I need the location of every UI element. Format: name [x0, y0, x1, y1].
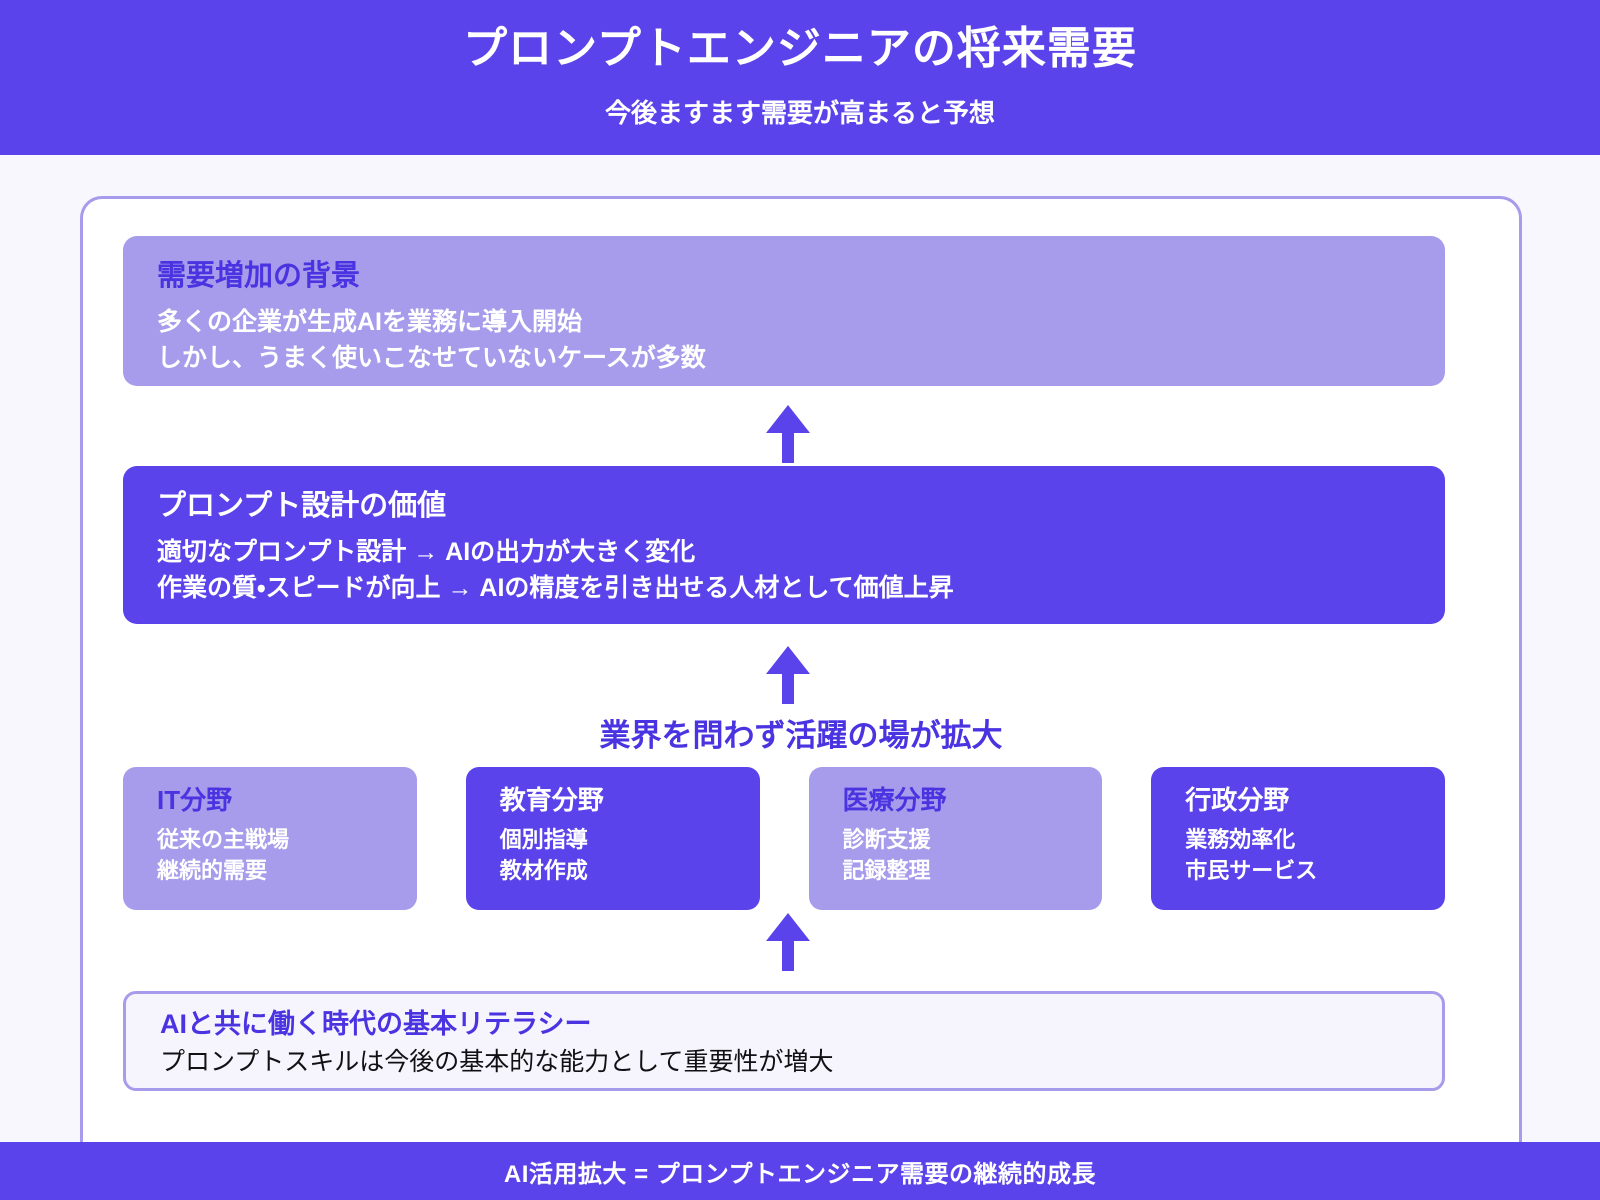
- page-title: プロンプトエンジニアの将来需要: [463, 23, 1137, 73]
- block-ai-literacy: AIと共に働く時代の基本リテラシー プロンプトスキルは今後の基本的な能力として重…: [123, 991, 1445, 1091]
- field-card-medical-item-1: 診断支援: [842, 827, 931, 853]
- field-card-education-title: 教育分野: [499, 785, 604, 815]
- field-card-medical-title: 医療分野: [842, 785, 947, 815]
- footer-summary: AI活用拡大 = プロンプトエンジニア需要の継続的成長: [503, 1160, 1097, 1188]
- block-demand-background-line-1: 多くの企業が生成AIを業務に導入開始: [157, 308, 583, 337]
- footer-bar: AI活用拡大 = プロンプトエンジニア需要の継続的成長: [0, 1142, 1600, 1200]
- arrow-stem: [782, 431, 794, 463]
- field-card-it-item-2: 継続的需要: [157, 858, 268, 884]
- field-card-medical-item-2: 記録整理: [842, 858, 931, 884]
- page-subtitle: 今後ますます需要が高まると予想: [604, 98, 995, 129]
- block-prompt-value: プロンプト設計の価値 適切なプロンプト設計 → AIの出力が大きく変化 作業の質…: [123, 466, 1445, 624]
- block-ai-literacy-text: プロンプトスキルは今後の基本的な能力として重要性が増大: [160, 1047, 834, 1076]
- arrow-head: [766, 913, 810, 941]
- block-prompt-value-line-2: 作業の質・スピードが向上 → AIの精度を引き出せる人材として価値上昇: [157, 574, 954, 603]
- arrow-up-icon-to-value: [766, 646, 810, 704]
- fields-caption: 業界を問わず活躍の場が拡大: [599, 718, 1003, 753]
- field-card-government: 行政分野 業務効率化 市民サービス: [1151, 767, 1445, 910]
- diagram-container: 需要増加の背景 多くの企業が生成AIを業務に導入開始 しかし、うまく使いこなせて…: [80, 196, 1522, 1186]
- arrow-up-icon-to-fields: [766, 913, 810, 971]
- block-demand-background-title: 需要増加の背景: [157, 260, 361, 292]
- arrow-head: [766, 646, 810, 674]
- arrow-up-icon-to-background: [766, 405, 810, 463]
- block-demand-background-line-2: しかし、うまく使いこなせていないケースが多数: [157, 344, 706, 373]
- field-card-it: IT分野 従来の主戦場 継続的需要: [123, 767, 417, 910]
- arrow-head: [766, 405, 810, 433]
- field-card-government-title: 行政分野: [1185, 785, 1290, 815]
- block-prompt-value-line-1: 適切なプロンプト設計 → AIの出力が大きく変化: [157, 538, 696, 567]
- arrow-stem: [782, 939, 794, 971]
- header-bar: プロンプトエンジニアの将来需要 今後ますます需要が高まると予想: [0, 0, 1600, 155]
- field-card-government-item-2: 市民サービス: [1185, 858, 1318, 884]
- block-ai-literacy-title: AIと共に働く時代の基本リテラシー: [160, 1009, 592, 1039]
- field-card-government-item-1: 業務効率化: [1185, 827, 1296, 853]
- field-card-education-item-2: 教材作成: [499, 858, 588, 884]
- field-card-medical: 医療分野 診断支援 記録整理: [808, 767, 1103, 910]
- field-card-education: 教育分野 個別指導 教材作成: [465, 767, 760, 910]
- field-card-list: IT分野 従来の主戦場 継続的需要 教育分野 個別指導 教材作成 医療分野 診断…: [123, 767, 1445, 910]
- field-card-it-item-1: 従来の主戦場: [157, 827, 290, 853]
- block-demand-background: 需要増加の背景 多くの企業が生成AIを業務に導入開始 しかし、うまく使いこなせて…: [123, 236, 1445, 386]
- field-card-it-title: IT分野: [157, 785, 233, 815]
- field-card-education-item-1: 個別指導: [499, 827, 588, 853]
- block-prompt-value-title: プロンプト設計の価値: [157, 490, 447, 522]
- arrow-stem: [782, 672, 794, 704]
